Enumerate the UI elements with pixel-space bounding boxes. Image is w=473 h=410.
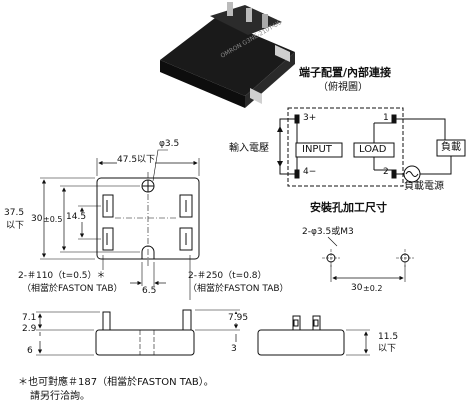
height-dimension: 37.5 xyxy=(4,208,25,218)
mounting-hole-spec: 2-φ3.5或M3 xyxy=(302,227,354,237)
tab-label-left-1: 2-＃110（t=0.5）＊ xyxy=(18,271,106,281)
side-view-side xyxy=(257,315,370,356)
connection-title: 端子配置/內部連接 xyxy=(299,66,392,79)
terminal-3-label: 3+ xyxy=(303,113,317,123)
mounting-title: 安裝孔加工尺寸 xyxy=(310,201,387,214)
load-label: 負載 xyxy=(441,142,461,153)
load-power-label: 負載電源 xyxy=(404,181,444,192)
dim-14-5: 14.5 xyxy=(66,212,87,222)
dim-6: 6 xyxy=(27,346,33,356)
mounting-holes xyxy=(322,236,414,282)
tab-label-left-2: （相當於FASTON TAB） xyxy=(22,284,123,294)
tab-label-right-2: （相當於FASTON TAB） xyxy=(188,284,289,294)
dim-3: 3 xyxy=(231,344,237,354)
dim-2-9: 2.9 xyxy=(22,324,37,334)
input-voltage-label: 輸入電壓 xyxy=(229,143,269,154)
tab-label-right-1: 2-＃250（t=0.8） xyxy=(188,271,267,281)
dim-11-5-suffix: 以下 xyxy=(378,344,397,354)
top-view xyxy=(40,149,200,300)
relay-photo: OMRON G3NE-210T-US xyxy=(160,2,295,108)
side-view-front xyxy=(36,309,240,356)
connection-subtitle: （俯視圖） xyxy=(318,82,368,93)
width-dimension: 47.5以下 xyxy=(117,155,156,165)
dim-7-95: 7.95 xyxy=(228,313,249,323)
pitch-30-dimension: 30 xyxy=(31,214,43,224)
dim-7-1: 7.1 xyxy=(22,313,37,323)
dim-11-5: 11.5 xyxy=(378,332,399,342)
load-box-label: LOAD xyxy=(359,144,387,155)
pitch-30-tolerance: ±0.5 xyxy=(43,215,63,224)
input-box-label: INPUT xyxy=(302,144,332,155)
connection-diagram xyxy=(277,107,466,187)
hole-diameter-label: φ3.5 xyxy=(159,139,180,149)
terminal-4-label: 4− xyxy=(303,167,317,177)
slot-width-dimension: 6.5 xyxy=(142,286,157,296)
terminal-2-label: 2 xyxy=(383,167,389,177)
mounting-pitch: 30 xyxy=(351,283,363,293)
terminal-1-label: 1 xyxy=(383,113,389,123)
footnote-line-2: 請另行洽詢。 xyxy=(30,391,90,402)
mounting-pitch-tol: ±0.2 xyxy=(363,284,383,293)
footnote-line-1: ＊也可對應＃187（相當於FASTON TAB）。 xyxy=(18,377,214,388)
height-dimension-suffix: 以下 xyxy=(6,221,25,231)
